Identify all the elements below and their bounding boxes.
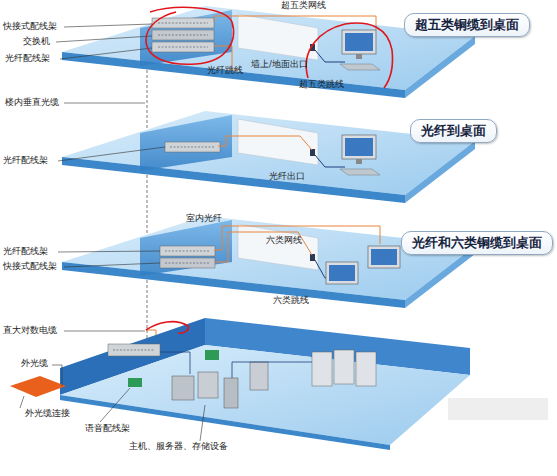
floor-3 [62,216,475,308]
part-label: 楼内垂直光缆 [4,98,60,108]
part-label: 直大对数电缆 [2,326,58,336]
part-label: 室内光纤 [185,214,223,224]
outlet [310,149,315,156]
part-label: 光纤跳线 [206,66,244,76]
switch-stack [152,18,214,52]
part-label: 超五类跳线 [298,80,345,90]
callout-text: 光纤和六类铜缆到桌面 [412,235,542,251]
part-label: 光纤配线架 [2,247,49,257]
switch-stack [160,246,215,268]
part-label: 外光缆连接 [24,409,71,419]
part-label: 光纤配线架 [4,54,51,64]
partition [238,119,318,165]
callout-box: 光纤和六类铜缆到桌面 [401,231,553,255]
part-label: 语音配线架 [84,424,131,434]
partition [238,224,318,270]
cable [147,16,380,345]
outlet [310,254,315,261]
workstation [340,30,380,70]
wall-panel [140,220,232,276]
red-annotation [146,7,393,333]
fiber-panel [165,142,220,152]
part-label: 主机、服务器、存储设备 [128,442,229,452]
part-label: 快接式配线架 [2,22,58,32]
callout-box: 超五类铜缆到桌面 [404,13,530,37]
part-label: 光纤出口 [268,172,306,182]
callout-box: 光纤到桌面 [410,119,497,143]
part-label: 光纤配线架 [2,156,49,166]
part-label: 墙上/地面出口 [250,60,309,70]
part-label: 快接式配线架 [2,262,58,272]
partition [238,14,318,60]
part-label: 六类跳线 [272,296,310,306]
wall-panel [140,115,232,171]
part-label: 交换机 [22,37,51,47]
workstation [326,246,400,284]
outdoor-cable-pad [10,376,66,397]
callout-text: 超五类铜缆到桌面 [415,17,519,33]
leader-line [20,24,205,441]
blur-patch [448,398,548,420]
basement [60,318,470,450]
part-label: 外光缆 [20,359,49,369]
part-label: 超五类网线 [280,1,327,11]
part-label: 六类网线 [265,236,303,246]
callout-text: 光纤到桌面 [421,123,486,139]
workstation [340,135,380,175]
